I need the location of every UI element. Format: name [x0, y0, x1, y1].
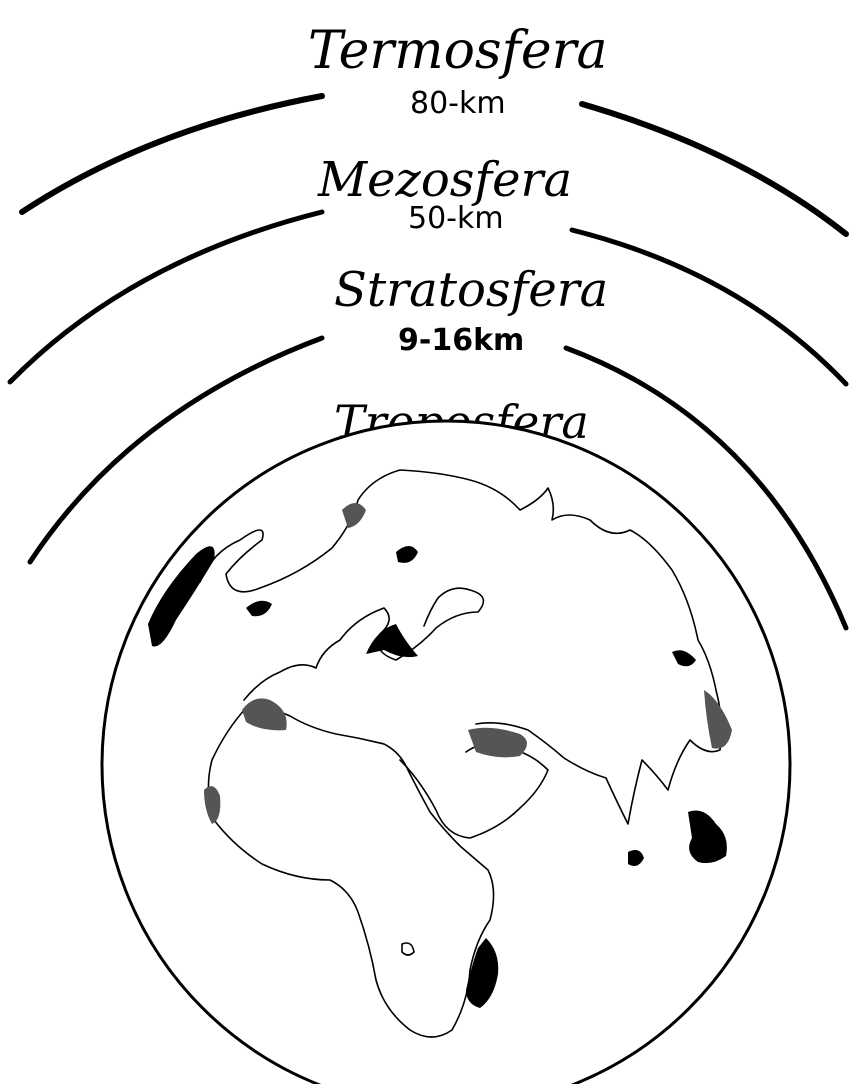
stratosfera-altitude: 9-16km [398, 323, 524, 358]
mezosfera-label: Mezosfera [317, 152, 572, 208]
termosfera-label: Termosfera [308, 21, 607, 81]
globe-outline [102, 421, 790, 1084]
earth-globe [102, 421, 790, 1084]
termosfera-altitude: 80-km [410, 86, 506, 121]
mezosfera-altitude: 50-km [408, 201, 504, 236]
stratosfera-label: Stratosfera [334, 262, 608, 318]
